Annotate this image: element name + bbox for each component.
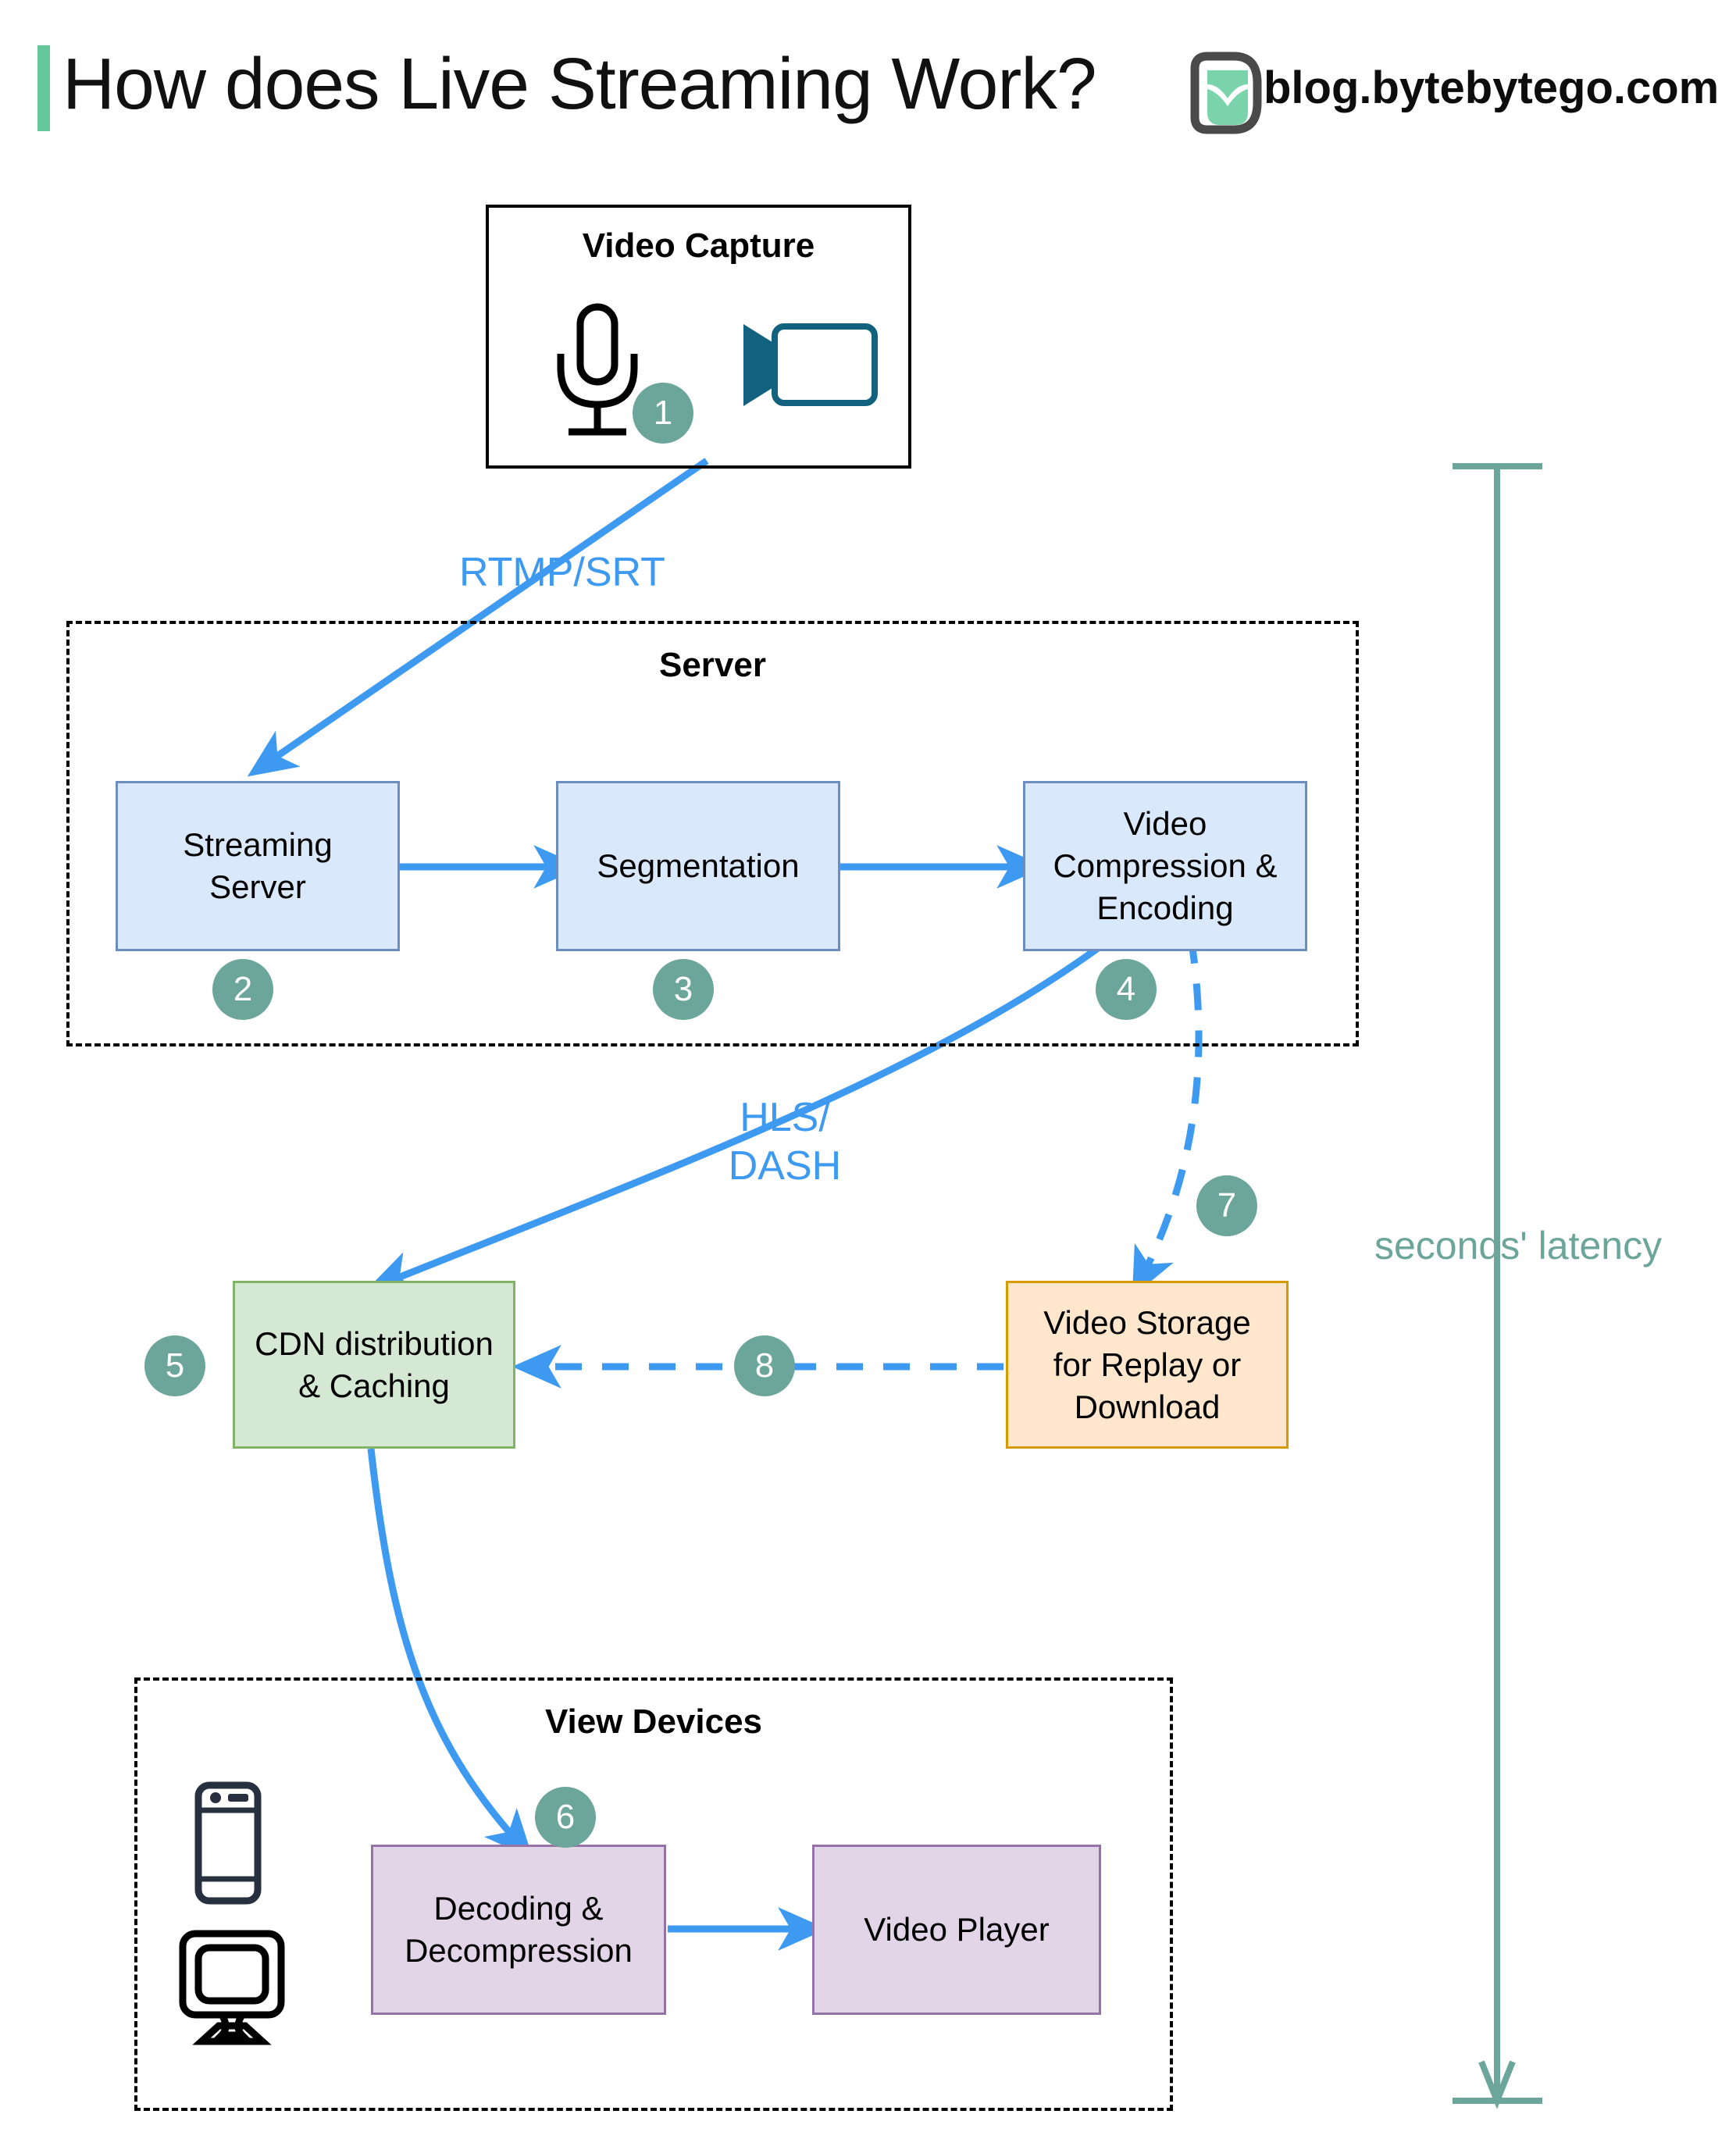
group-server	[66, 621, 1359, 1046]
mobile-phone-icon	[194, 1781, 262, 1909]
bytebytego-logo	[1181, 48, 1274, 136]
page-title: How does Live Streaming Work?	[62, 43, 1097, 124]
node-label-video-storage: Video Storage for Replay or Download	[1043, 1303, 1251, 1425]
title-accent-bar	[37, 45, 50, 131]
arrow-capture-to-server	[247, 458, 709, 777]
step-badge-3: 3	[653, 959, 714, 1020]
group-title-server: Server	[658, 646, 766, 684]
node-label-segmentation: Segmentation	[597, 847, 800, 884]
video-camera-icon	[726, 320, 882, 418]
group-title-view-devices: View Devices	[544, 1702, 763, 1741]
group-title-video-capture: Video Capture	[582, 226, 815, 265]
node-video-storage[interactable]: Video Storage for Replay or Download	[1006, 1281, 1289, 1449]
step-badge-4: 4	[1096, 959, 1157, 1020]
latency-annotation: seconds' latency	[1374, 1224, 1663, 1267]
node-label-video-player: Video Player	[864, 1911, 1050, 1948]
latency-arrowhead	[1478, 2060, 1516, 2109]
node-label-cdn: CDN distribution & Caching	[255, 1324, 494, 1404]
group-video-capture	[486, 205, 911, 469]
page-header: How does Live Streaming Work? blog.byteb…	[0, 0, 1736, 164]
node-video-compression[interactable]: Video Compression & Encoding	[1023, 781, 1307, 951]
group-view-devices	[134, 1677, 1173, 2111]
node-label-streaming-server: Streaming Server	[183, 826, 333, 905]
arrow-cdn-to-decoding	[367, 1448, 533, 1859]
arrow-compression-to-cdn	[365, 934, 1115, 1293]
step-badge-5: 5	[144, 1335, 205, 1396]
desktop-monitor-icon	[178, 1929, 286, 2050]
node-cdn-distribution[interactable]: CDN distribution & Caching	[233, 1281, 515, 1449]
protocol-label-rtmp: RTMP/SRT	[459, 550, 665, 595]
step-badge-7: 7	[1196, 1175, 1257, 1236]
node-label-decoding: Decoding & Decompression	[405, 1890, 633, 1969]
node-label-video-compression: Video Compression & Encoding	[1053, 805, 1278, 926]
blog-url-text: blog.bytebytego.com	[1264, 62, 1720, 113]
step-badge-1: 1	[633, 383, 693, 444]
step-badge-2: 2	[212, 959, 273, 1020]
node-decoding[interactable]: Decoding & Decompression	[371, 1845, 666, 2015]
arrow-compression-to-storage	[1132, 936, 1203, 1297]
protocol-label-hls: HLS/ DASH	[728, 1095, 842, 1189]
step-badge-6: 6	[535, 1787, 596, 1848]
microphone-icon	[547, 301, 648, 445]
step-badge-8: 8	[734, 1335, 795, 1396]
node-streaming-server[interactable]: Streaming Server	[116, 781, 400, 951]
node-video-player[interactable]: Video Player	[812, 1845, 1101, 2015]
node-segmentation[interactable]: Segmentation	[556, 781, 840, 951]
